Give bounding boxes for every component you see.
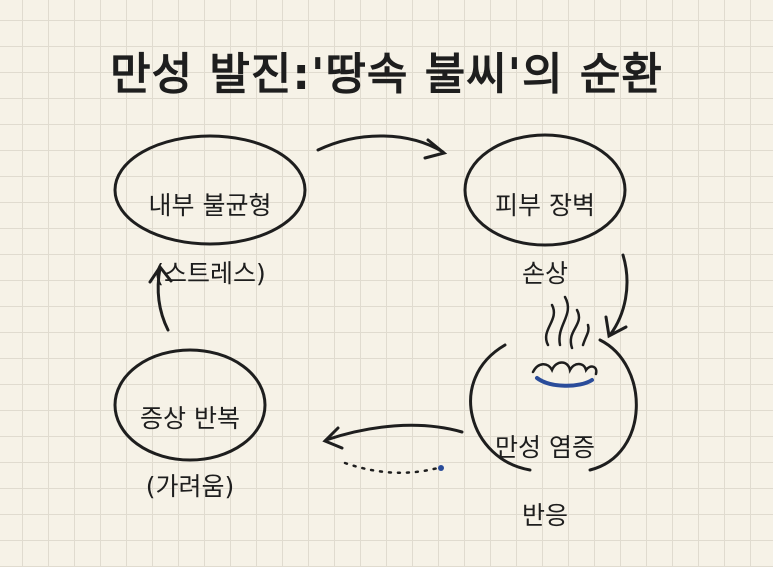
node-label: 피부 장벽 (495, 191, 595, 220)
node-skin-barrier-ellipse (463, 133, 627, 247)
node-symptom-repeat: 증상 반복 (가려움) (110, 368, 270, 538)
fire-icon (531, 295, 598, 388)
node-label: (스트레스) (154, 259, 266, 288)
node-internal-imbalance-ellipse (113, 134, 307, 246)
node-label: 증상 반복 (140, 404, 240, 433)
node-skin-barrier: 피부 장벽 손상 (465, 155, 625, 325)
node-label: 내부 불균형 (148, 191, 272, 220)
node-label: 손상 (521, 259, 568, 288)
cycle-diagram (113, 133, 638, 474)
node-label: (가려움) (145, 472, 235, 501)
node-label: 반응 (521, 501, 568, 530)
arrow-left (148, 264, 173, 332)
node-chronic-inflammation-ellipse (469, 338, 638, 472)
node-symptom-repeat-ellipse (113, 348, 267, 462)
node-label: 만성 염증 (495, 433, 595, 462)
arrow-right (604, 253, 629, 339)
arrow-top (316, 134, 448, 160)
node-chronic-inflammation: 만성 염증 반응 (465, 397, 625, 567)
node-internal-imbalance: 내부 불균형 (스트레스) (115, 155, 305, 325)
trail-dot (438, 465, 444, 471)
dotted-trail (343, 461, 440, 474)
diagram-title: 만성 발진:'땅속 불씨'의 순환 (110, 49, 663, 100)
arrow-bottom (322, 423, 464, 450)
